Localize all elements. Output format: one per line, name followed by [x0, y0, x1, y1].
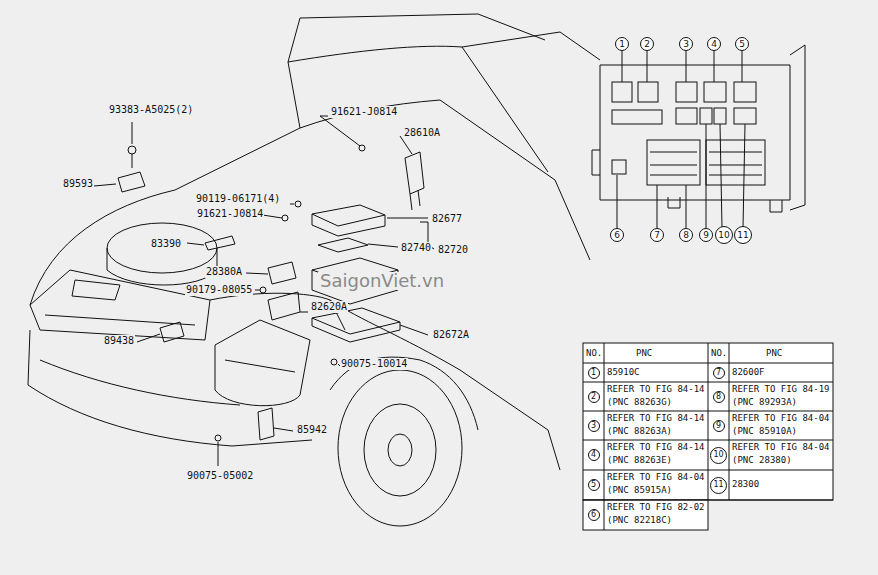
table-number: 3	[588, 420, 600, 432]
part-number: 82677	[431, 213, 463, 225]
part-number: 83390	[150, 238, 182, 250]
table-cell: REFER TO FIG 84-04	[732, 443, 830, 452]
table-cell: (PNC 88263A)	[607, 427, 672, 436]
table-cell: REFER TO FIG 84-04	[607, 473, 705, 482]
table-cell: 82600F	[732, 368, 765, 377]
table-cell: REFER TO FIG 84-14	[607, 385, 705, 394]
table-cell: REFER TO FIG 84-14	[607, 414, 705, 423]
table-cell: PNC	[636, 349, 652, 358]
table-number: 7	[713, 367, 725, 379]
callout-number: 1	[615, 37, 629, 51]
part-number: 90075-05002	[186, 470, 254, 482]
part-number: 91621-J0814	[330, 106, 398, 118]
part-number: 82740	[400, 242, 432, 254]
table-cell: REFER TO FIG 84-14	[607, 443, 705, 452]
part-number: 93383-A5025(2)	[108, 104, 194, 116]
table-cell: REFER TO FIG 84-19	[732, 385, 830, 394]
watermark: SaigonViet.vn	[318, 272, 446, 290]
table-number: 9	[713, 420, 725, 432]
callout-number: 3	[679, 37, 693, 51]
callout-number: 5	[735, 37, 749, 51]
part-number: 89593	[62, 178, 94, 190]
callout-number: 7	[650, 228, 664, 242]
callout-number: 10	[715, 226, 733, 244]
table-cell: (PNC 82218C)	[607, 516, 672, 525]
table-number: 10	[710, 447, 727, 464]
table-number: 8	[713, 391, 725, 403]
part-number: 91621-J0814	[196, 208, 264, 220]
callout-number: 11	[734, 226, 752, 244]
table-cell: 85910C	[607, 368, 640, 377]
table-cell: NO.	[586, 349, 602, 358]
part-number: 82620A	[310, 301, 348, 313]
part-number: 28610A	[403, 127, 441, 139]
part-number: 90179-08055	[185, 284, 253, 296]
table-cell: 28300	[732, 480, 759, 489]
table-cell: (PNC 89293A)	[732, 398, 797, 407]
part-number: 82672A	[432, 329, 470, 341]
callout-number: 9	[699, 228, 713, 242]
callout-number: 2	[640, 37, 654, 51]
table-number: 4	[588, 449, 600, 461]
table-cell: REFER TO FIG 84-04	[732, 414, 830, 423]
part-number: 90075-10014	[340, 358, 408, 370]
callout-number: 4	[707, 37, 721, 51]
table-number: 5	[588, 479, 600, 491]
part-number: 89438	[103, 335, 135, 347]
callout-number: 8	[679, 228, 693, 242]
part-number: 28380A	[205, 266, 243, 278]
part-number: 90119-06171(4)	[195, 193, 281, 205]
table-number: 11	[710, 477, 727, 494]
table-number: 6	[588, 509, 600, 521]
table-cell: (PNC 88263E)	[607, 456, 672, 465]
part-number: 82720	[437, 244, 469, 256]
table-number: 2	[588, 391, 600, 403]
table-cell: (PNC 88263G)	[607, 398, 672, 407]
table-cell: (PNC 28380)	[732, 456, 792, 465]
table-number: 1	[588, 367, 600, 379]
table-cell: REFER TO FIG 82-02	[607, 503, 705, 512]
table-cell: NO.	[711, 349, 727, 358]
part-number: 85942	[296, 424, 328, 436]
table-cell: (PNC 85915A)	[607, 486, 672, 495]
table-cell: PNC	[766, 349, 782, 358]
table-cell: (PNC 85910A)	[732, 427, 797, 436]
callout-number: 6	[610, 228, 624, 242]
